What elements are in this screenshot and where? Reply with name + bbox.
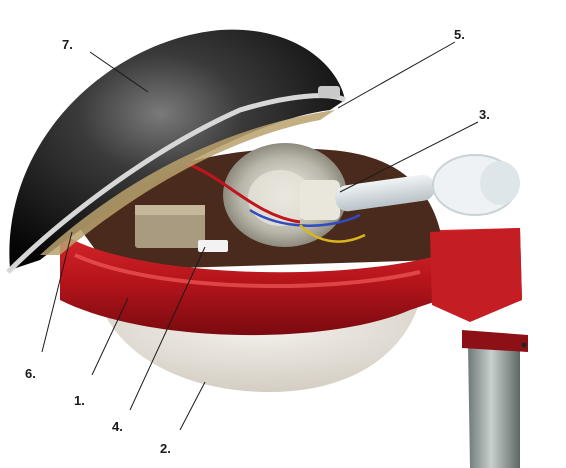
reflector-inner bbox=[248, 170, 312, 226]
dome-rim bbox=[6, 93, 347, 274]
leader-line-6 bbox=[41, 231, 73, 353]
label-2: 2. bbox=[160, 441, 171, 456]
label-3: 3. bbox=[479, 107, 490, 122]
arm-screw bbox=[521, 342, 527, 348]
label-5: 5. bbox=[454, 27, 465, 42]
leader-line-7 bbox=[89, 51, 149, 93]
label-6: 6. bbox=[25, 366, 36, 381]
leader-line-4 bbox=[129, 246, 206, 411]
lamp-tube bbox=[335, 174, 435, 212]
leader-line-3 bbox=[339, 121, 479, 193]
arm-bracket bbox=[430, 228, 522, 322]
label-4: 4. bbox=[112, 419, 123, 434]
label-1: 1. bbox=[74, 393, 85, 408]
housing-ring bbox=[60, 228, 522, 336]
housing-ring-highlight bbox=[74, 253, 421, 289]
lamp-holder bbox=[300, 180, 340, 220]
hinge bbox=[318, 86, 340, 98]
leader-line-1 bbox=[91, 297, 129, 376]
lamp-socket-cap bbox=[480, 161, 520, 205]
ballast-top bbox=[135, 205, 205, 215]
wire-blue bbox=[249, 208, 361, 227]
pole-collar bbox=[462, 330, 528, 352]
pole bbox=[468, 345, 520, 468]
terminal-block bbox=[198, 240, 228, 252]
leader-line-2 bbox=[179, 381, 206, 431]
leader-lines bbox=[41, 41, 479, 431]
dome-lid bbox=[9, 29, 346, 270]
wire-yellow bbox=[299, 224, 366, 243]
label-7: 7. bbox=[62, 37, 73, 52]
leader-line-5 bbox=[337, 41, 456, 109]
ballast bbox=[135, 210, 205, 248]
